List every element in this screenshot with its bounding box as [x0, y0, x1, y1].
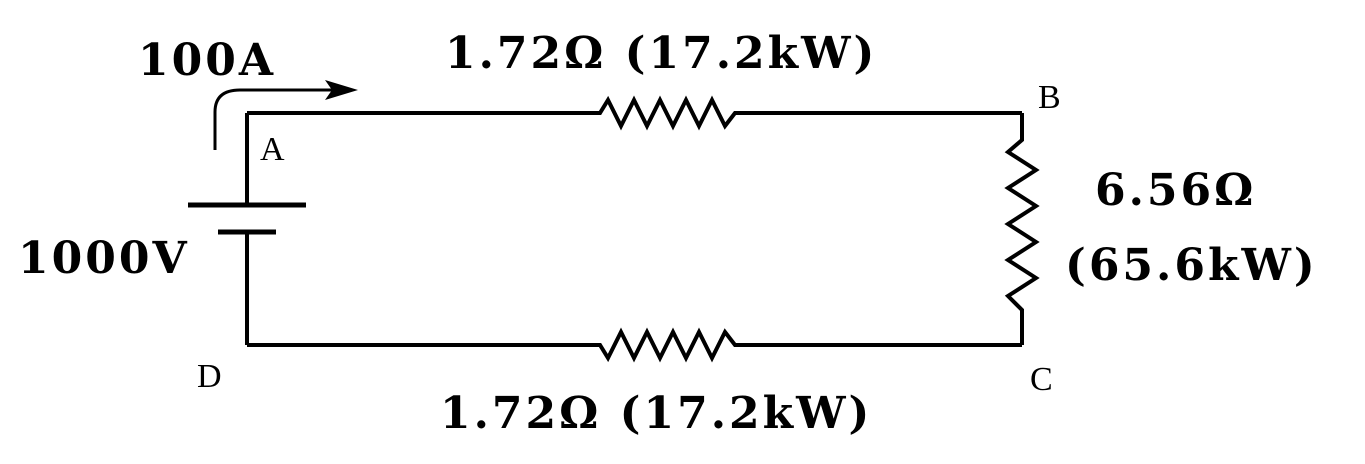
right-resistor-power: (65.6kW): [1065, 240, 1318, 291]
arrow-head-icon: [325, 80, 358, 100]
node-b-label: B: [1038, 79, 1061, 116]
bottom-wire-resistor: [247, 327, 1022, 363]
right-wire-resistor: [1004, 113, 1040, 345]
node-a-label: A: [260, 131, 285, 168]
voltage-label: 1000V: [18, 233, 190, 284]
current-arrow: [213, 88, 335, 150]
right-resistor-value: 6.56Ω: [1095, 165, 1256, 216]
top-resistor-label: 1.72Ω (17.2kW): [445, 28, 877, 79]
node-c-label: C: [1030, 361, 1053, 398]
top-wire-resistor: [247, 95, 1022, 131]
node-d-label: D: [197, 358, 222, 395]
current-label: 100A: [138, 35, 276, 86]
bottom-resistor-label: 1.72Ω (17.2kW): [440, 388, 872, 439]
